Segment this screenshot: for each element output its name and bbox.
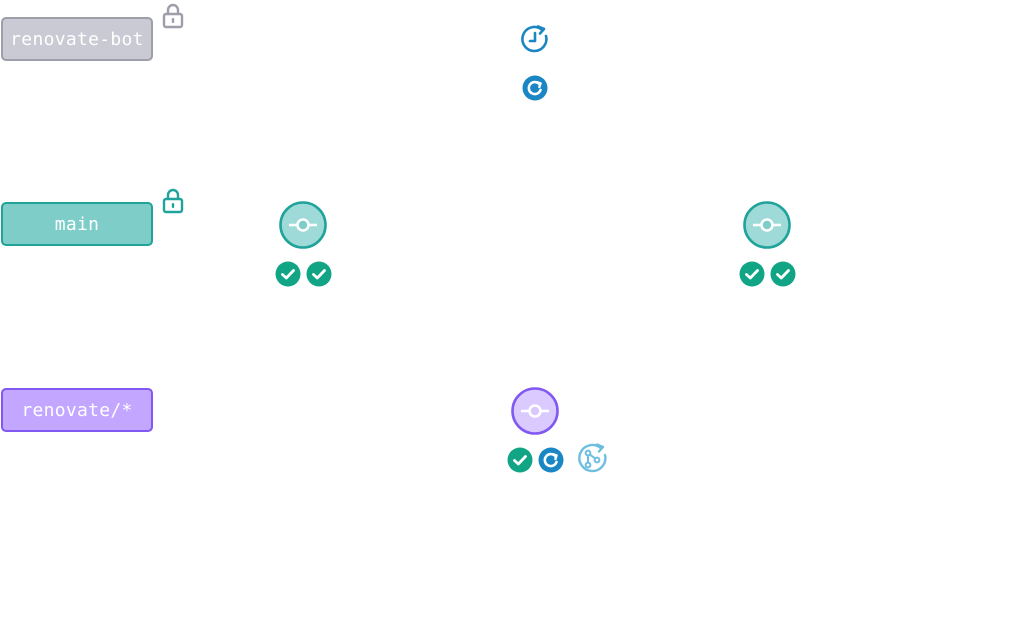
- refresh-icon: [538, 447, 564, 473]
- check-icon: [306, 261, 332, 287]
- commit-icon: [511, 387, 559, 435]
- lane-label-main: main: [1, 202, 153, 246]
- rebase-icon: [577, 443, 609, 475]
- check-icon: [507, 447, 533, 473]
- lock-icon: [162, 188, 184, 214]
- check-icon: [275, 261, 301, 287]
- lane-label-renovate-bot: renovate-bot: [1, 17, 153, 61]
- lane-label-renovate-branches: renovate/*: [1, 388, 153, 432]
- lock-icon: [162, 3, 184, 29]
- check-icon: [739, 261, 765, 287]
- commit-icon: [279, 201, 327, 249]
- schedule-icon: [519, 24, 551, 56]
- refresh-icon: [522, 75, 548, 101]
- commit-icon: [743, 201, 791, 249]
- check-icon: [770, 261, 796, 287]
